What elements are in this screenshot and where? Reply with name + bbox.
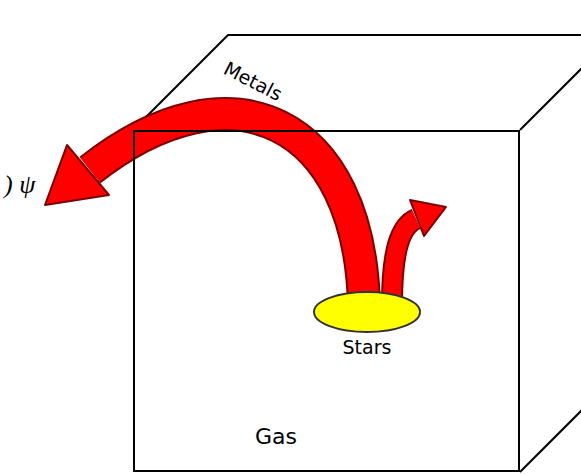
node-text: Gas (255, 424, 518, 449)
cube-edge (520, 377, 581, 472)
node-text: Stars (312, 336, 422, 358)
cube-box: Gas Stars (133, 130, 520, 472)
arrow-head (45, 145, 109, 205)
ellipse-outline (312, 290, 422, 334)
arrow-outline (90, 114, 364, 306)
stars-ellipse: Stars (312, 290, 422, 358)
stars-disc (314, 292, 420, 332)
arrow-body (90, 114, 364, 306)
arrow-body (392, 219, 416, 304)
flow-label: Metals (220, 57, 286, 105)
metal-arrow-large (45, 114, 364, 306)
cube-edge (520, 35, 581, 130)
arrow-head (410, 200, 446, 236)
arrow-outline (392, 219, 416, 304)
metal-arrow-small (392, 200, 446, 304)
formula-fragment: ) ψ (4, 170, 35, 200)
